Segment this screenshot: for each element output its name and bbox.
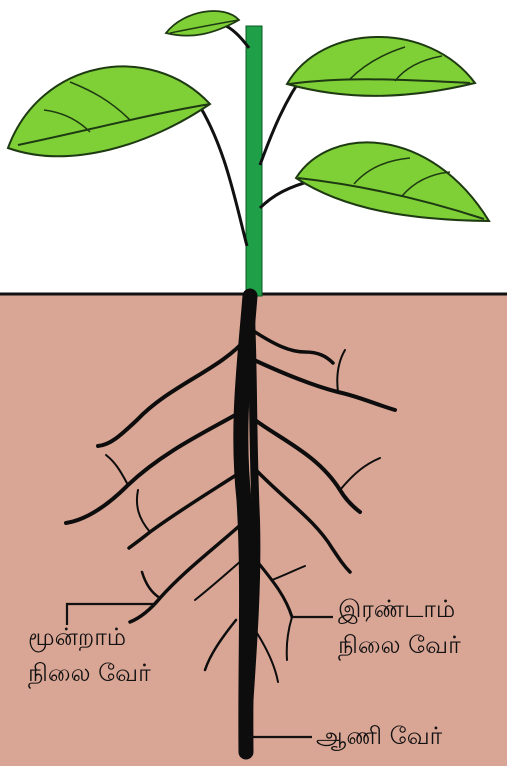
tap-root-label: ஆணி வேர் xyxy=(316,722,443,751)
tertiary-root-label-line1: மூன்றாம் xyxy=(28,623,126,652)
stem xyxy=(246,26,262,296)
tertiary-root-label-line2: நிலை வேர் xyxy=(28,659,151,689)
secondary-root-label-line1: இரண்டாம் xyxy=(338,595,455,624)
secondary-root-label-line2: நிலை வேர் xyxy=(338,631,461,661)
